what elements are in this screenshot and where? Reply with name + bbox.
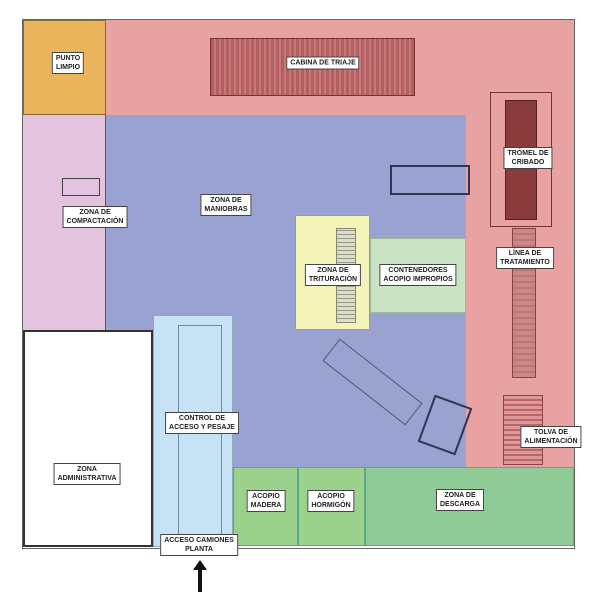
label-line: ZONA DE: [444, 492, 476, 499]
label-line: ALIMENTACIÓN: [524, 438, 578, 445]
label-line: MANIOBRAS: [204, 206, 248, 213]
label-line: ZONA DE: [317, 267, 349, 274]
label-trituracion: ZONA DE TRITURACIÓN: [304, 264, 362, 286]
label-maniobras: ZONA DE MANIOBRAS: [200, 194, 252, 216]
label-descarga: ZONA DE DESCARGA: [435, 489, 485, 511]
zone-punto-limpio: [23, 20, 106, 115]
label-line: CONTROL DE: [178, 415, 226, 422]
label-contenedores: CONTENEDORES ACOPIO IMPROPIOS: [379, 264, 457, 286]
label-line: CABINA DE TRIAJE: [290, 59, 356, 67]
label-line: ACOPIO: [317, 493, 345, 500]
label-line: TRATAMIENTO: [500, 259, 550, 266]
outer-wall: [22, 19, 575, 549]
label-line: TRITURACIÓN: [308, 276, 358, 283]
label-tolva: TOLVA DE ALIMENTACIÓN: [520, 426, 582, 448]
label-line: HORMIGÓN: [311, 502, 351, 509]
label-line: ACOPIO IMPROPIOS: [383, 276, 453, 283]
label-line: LIMPIO: [55, 64, 81, 71]
label-line: CRIBADO: [511, 159, 545, 166]
label-acceso: ACCESO CAMIONES PLANTA: [160, 534, 238, 556]
loader-vehicle: [390, 165, 470, 195]
entry-arrow-icon: [193, 560, 207, 592]
label-cabina-triaje: CABINA DE TRIAJE: [286, 56, 360, 70]
label-control: CONTROL DE ACCESO Y PESAJE: [165, 412, 239, 434]
label-administrativa: ZONA ADMINISTRATIVA: [53, 463, 121, 485]
label-line: DESCARGA: [439, 501, 481, 508]
label-line: LÍNEA DE: [508, 250, 542, 257]
label-hormigon: ACOPIO HORMIGÓN: [307, 490, 355, 512]
label-punto-limpio: PUNTO LIMPIO: [51, 52, 85, 74]
label-line: TRÓMEL DE: [507, 150, 549, 157]
label-line: ZONA: [77, 466, 97, 473]
label-line: CONTENEDORES: [388, 267, 448, 274]
label-line: PUNTO: [55, 55, 81, 62]
compactor: [62, 178, 100, 196]
label-line: PLANTA: [185, 546, 213, 553]
label-line: ZONA DE: [79, 209, 111, 216]
zone-administrativa: [23, 330, 153, 547]
label-line: ACOPIO: [252, 493, 280, 500]
label-line: ACCESO Y PESAJE: [169, 424, 235, 431]
label-line: ZONA DE: [210, 197, 242, 204]
label-madera: ACOPIO MADERA: [246, 490, 286, 512]
label-line: ACCESO CAMIONES: [164, 537, 234, 544]
label-line: COMPACTACIÓN: [66, 218, 124, 225]
label-line: ADMINISTRATIVA: [57, 475, 117, 482]
label-linea: LÍNEA DE TRATAMIENTO: [496, 247, 554, 269]
label-compactacion: ZONA DE COMPACTACIÓN: [62, 206, 128, 228]
label-line: MADERA: [250, 502, 282, 509]
label-tromel: TRÓMEL DE CRIBADO: [503, 147, 553, 169]
label-line: TOLVA DE: [534, 429, 568, 436]
